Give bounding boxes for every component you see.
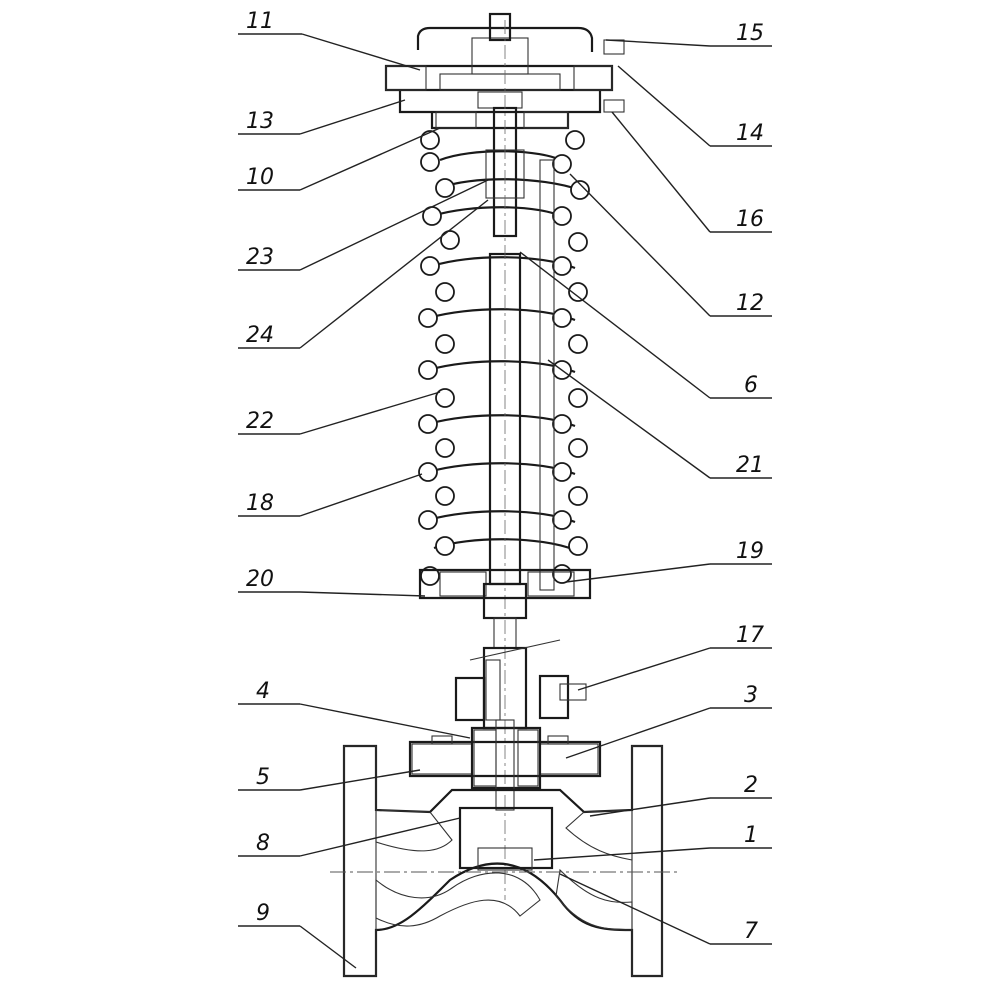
label-8: 8: [256, 831, 270, 856]
bonnet: [408, 719, 602, 811]
label-23: 23: [246, 245, 274, 270]
leader-lines: [238, 33, 772, 969]
label-5: 5: [256, 765, 270, 790]
label-6: 6: [744, 373, 758, 398]
label-20: 20: [246, 567, 274, 592]
label-16: 16: [736, 207, 764, 232]
valve-body: [330, 744, 680, 978]
label-22: 22: [246, 409, 274, 434]
label-7: 7: [744, 919, 758, 944]
label-12: 12: [736, 291, 764, 316]
part-labels-right: 15 14 16 12 6 21 19 17 3 2 1 7: [736, 21, 764, 944]
spring-coils: [418, 130, 590, 586]
label-18: 18: [246, 491, 274, 516]
label-24: 24: [246, 323, 274, 348]
part-labels-left: 11 13 10 23 24 22 18 20 4 5 8 9: [246, 9, 274, 926]
label-11: 11: [246, 9, 274, 34]
stem-coupling: [454, 617, 587, 730]
label-1: 1: [744, 823, 758, 848]
label-9: 9: [256, 901, 270, 926]
label-2: 2: [744, 773, 758, 798]
label-10: 10: [246, 165, 274, 190]
label-14: 14: [736, 121, 764, 146]
label-15: 15: [736, 21, 764, 46]
label-3: 3: [744, 683, 758, 708]
label-4: 4: [256, 679, 270, 704]
label-19: 19: [736, 539, 764, 564]
label-13: 13: [246, 109, 274, 134]
label-21: 21: [736, 453, 764, 478]
label-17: 17: [736, 623, 764, 648]
